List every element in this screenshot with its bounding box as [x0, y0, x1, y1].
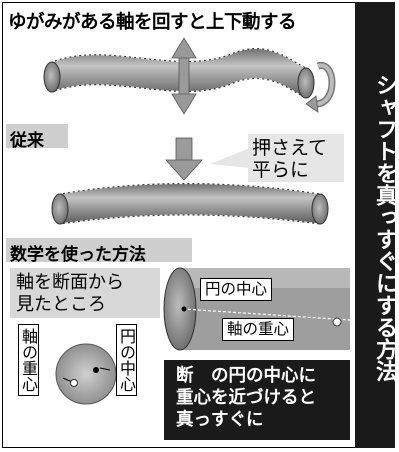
cross-section-caption: 軸を断面から 見たところ	[16, 272, 124, 316]
sidebar-title: シャフトを真っすぐにする方法	[372, 74, 397, 382]
conclusion-line-2: 重心を近づけると	[176, 388, 316, 408]
conclusion-text: 断 の円の中心に 重心を近づけると 真っすぐに	[176, 365, 316, 431]
cross-section-line-2: 見たところ	[16, 294, 106, 315]
up-down-arrow-icon	[171, 37, 197, 115]
diagram-title: ゆがみがある軸を回すと上下動する	[8, 12, 297, 33]
flattened-shaft	[51, 182, 329, 225]
cross-section-disc	[55, 343, 117, 405]
press-text: 押さえて 平らに	[252, 137, 327, 181]
sidebar-title-panel: シャフトを真っすぐにする方法	[355, 2, 397, 448]
press-down-arrow-icon	[165, 137, 203, 181]
press-callout-pointer	[210, 148, 250, 168]
math-method-label: 数学を使った方法	[10, 245, 146, 265]
press-callout-box	[248, 134, 344, 182]
conclusion-line-1: 断 の円の中心に	[176, 366, 316, 386]
conclusion-box	[164, 360, 350, 440]
conventional-band	[6, 124, 68, 148]
press-line-1: 押さえて	[252, 137, 328, 159]
conclusion-line-3: 真っすぐに	[176, 410, 264, 430]
math-method-band	[6, 238, 192, 262]
circle-center-vertical-label: 円の中心	[116, 324, 137, 396]
cross-section-line-1: 軸を断面から	[16, 272, 124, 293]
cross-section-caption-box	[10, 268, 160, 318]
conventional-label: 従来	[10, 131, 44, 151]
circle-center-label: 円の中心	[200, 278, 273, 301]
shaft-centroid-label: 軸の重心	[222, 318, 295, 341]
press-line-2: 平らに	[252, 159, 310, 181]
shaft-centroid-vertical-label: 軸の重心	[18, 324, 39, 396]
rotation-arrow-icon	[305, 62, 336, 113]
